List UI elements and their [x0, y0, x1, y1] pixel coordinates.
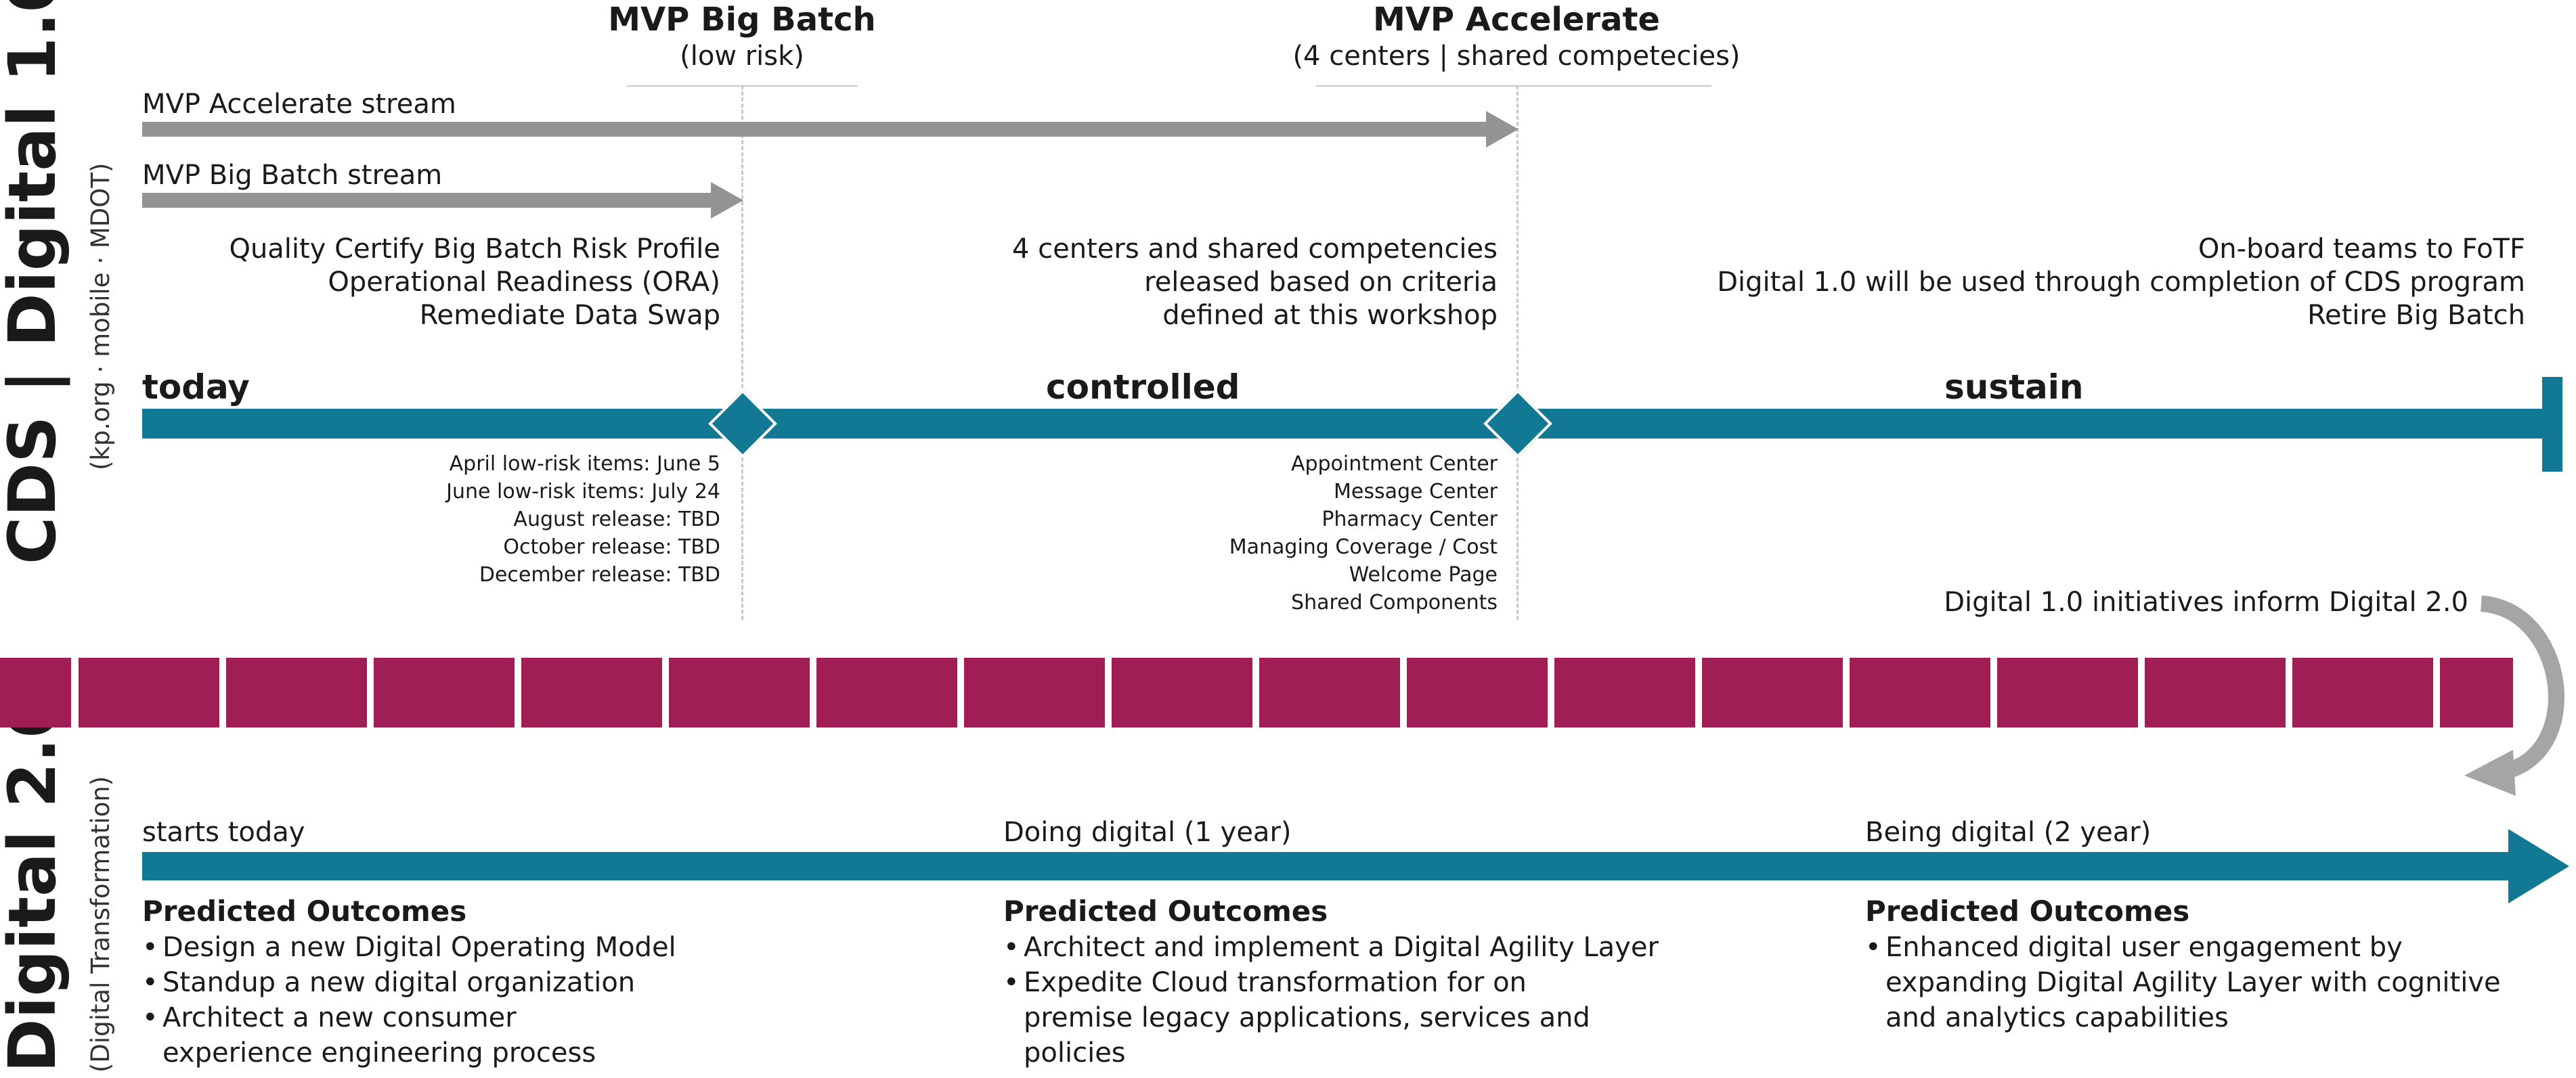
- stage-label-starts-today: starts today: [142, 817, 305, 848]
- divider-segment: [964, 658, 1105, 727]
- divider-segment: [521, 658, 662, 727]
- release-date-item: April low-risk items: June 5: [449, 452, 720, 476]
- sustain-tasks: On-board teams to FoTF Digital 1.0 will …: [1693, 233, 2525, 332]
- outcomes-list: Design a new Digital Operating Model Sta…: [142, 930, 819, 1071]
- phase-controlled: controlled: [1046, 367, 1240, 407]
- accelerate-task: released based on criteria: [1144, 267, 1498, 298]
- milestone-accelerate-underline: [1316, 85, 1711, 87]
- accelerate-task: defined at this workshop: [1162, 300, 1498, 331]
- outcome-item: Architect and implement a Digital Agilit…: [1003, 930, 1680, 965]
- divider-segment: [669, 658, 810, 727]
- release-date-item: December release: TBD: [479, 563, 720, 587]
- sustain-task: Digital 1.0 will be used through complet…: [1717, 267, 2525, 298]
- center-item: Managing Coverage / Cost: [1229, 535, 1498, 559]
- phase-today: today: [142, 367, 250, 407]
- accelerate-task: 4 centers and shared competencies: [1012, 233, 1498, 265]
- divider-segment: [1259, 658, 1400, 727]
- outcome-item: Expedite Cloud transformation for on pre…: [1003, 965, 1633, 1071]
- center-item: Pharmacy Center: [1322, 508, 1498, 531]
- divider-segment: [1554, 658, 1695, 727]
- stage-label-doing-digital: Doing digital (1 year): [1003, 817, 1292, 848]
- milestone-big-batch-title: MVP Big Batch: [608, 1, 876, 39]
- milestone-accelerate-subtitle: (4 centers | shared competecies): [1292, 41, 1741, 72]
- center-item: Shared Components: [1291, 591, 1498, 614]
- accelerate-tasks: 4 centers and shared competencies releas…: [948, 233, 1498, 332]
- big-batch-task: Remediate Data Swap: [419, 300, 720, 331]
- release-date-item: August release: TBD: [513, 508, 720, 531]
- center-item: Welcome Page: [1349, 563, 1498, 587]
- sustain-task: On-board teams to FoTF: [2198, 233, 2525, 265]
- release-date-item: October release: TBD: [503, 535, 720, 559]
- stage-label-being-digital: Being digital (2 year): [1865, 817, 2152, 848]
- milestone-big-batch: MVP Big Batch (low risk): [607, 0, 877, 73]
- big-batch-task: Operational Readiness (ORA): [328, 267, 720, 298]
- digital1-timeline-bar: [142, 409, 2546, 439]
- divider-segment: [0, 658, 71, 727]
- guide-big-batch: [741, 85, 743, 620]
- divider-segment: [374, 658, 515, 727]
- outcomes-column-2: Predicted Outcomes Architect and impleme…: [1003, 893, 1680, 1071]
- digital2-timeline-bar: [142, 852, 2512, 880]
- inform-note: Digital 1.0 initiatives inform Digital 2…: [1944, 587, 2468, 618]
- outcomes-heading: Predicted Outcomes: [142, 895, 467, 928]
- stream-big-batch-label: MVP Big Batch stream: [142, 160, 443, 191]
- milestone-accelerate: MVP Accelerate (4 centers | shared compe…: [1246, 0, 1787, 73]
- stream-accelerate-label: MVP Accelerate stream: [142, 89, 456, 120]
- center-list: Appointment Center Message Center Pharma…: [1110, 450, 1498, 616]
- sustain-task: Retire Big Batch: [2307, 300, 2525, 331]
- release-dates: April low-risk items: June 5 June low-ri…: [339, 450, 720, 589]
- outcomes-heading: Predicted Outcomes: [1003, 895, 1328, 928]
- guide-accelerate: [1516, 85, 1519, 620]
- outcome-item: Enhanced digital user engagement by expa…: [1865, 930, 2522, 1035]
- big-batch-tasks: Quality Certify Big Batch Risk Profile O…: [203, 233, 720, 332]
- outcomes-column-1: Predicted Outcomes Design a new Digital …: [142, 893, 819, 1071]
- divider-segment: [2440, 658, 2513, 727]
- divider-segment: [2145, 658, 2286, 727]
- milestone-big-batch-subtitle: (low risk): [680, 41, 804, 72]
- divider-segment: [1112, 658, 1252, 727]
- outcome-item: Architect a new consumer experience engi…: [142, 1000, 663, 1071]
- divider-segment: [79, 658, 219, 727]
- big-batch-task: Quality Certify Big Batch Risk Profile: [229, 233, 720, 265]
- divider-segment: [2292, 658, 2433, 727]
- center-item: Appointment Center: [1290, 452, 1498, 476]
- outcomes-column-3: Predicted Outcomes Enhanced digital user…: [1865, 893, 2542, 1035]
- phase-sustain: sustain: [1944, 367, 2084, 407]
- divider-segment: [226, 658, 367, 727]
- center-item: Message Center: [1334, 480, 1498, 503]
- divider-segment: [816, 658, 957, 727]
- outcome-item: Standup a new digital organization: [142, 965, 819, 1000]
- divider-segment: [1407, 658, 1548, 727]
- divider-segment: [1997, 658, 2138, 727]
- divider-segment: [1850, 658, 1990, 727]
- outcomes-list: Enhanced digital user engagement by expa…: [1865, 930, 2542, 1035]
- outcomes-heading: Predicted Outcomes: [1865, 895, 2190, 928]
- milestone-accelerate-title: MVP Accelerate: [1373, 1, 1660, 39]
- outcomes-list: Architect and implement a Digital Agilit…: [1003, 930, 1680, 1071]
- divider-segment: [1702, 658, 1843, 727]
- outcome-item: Design a new Digital Operating Model: [142, 930, 819, 965]
- release-date-item: June low-risk items: July 24: [446, 480, 720, 503]
